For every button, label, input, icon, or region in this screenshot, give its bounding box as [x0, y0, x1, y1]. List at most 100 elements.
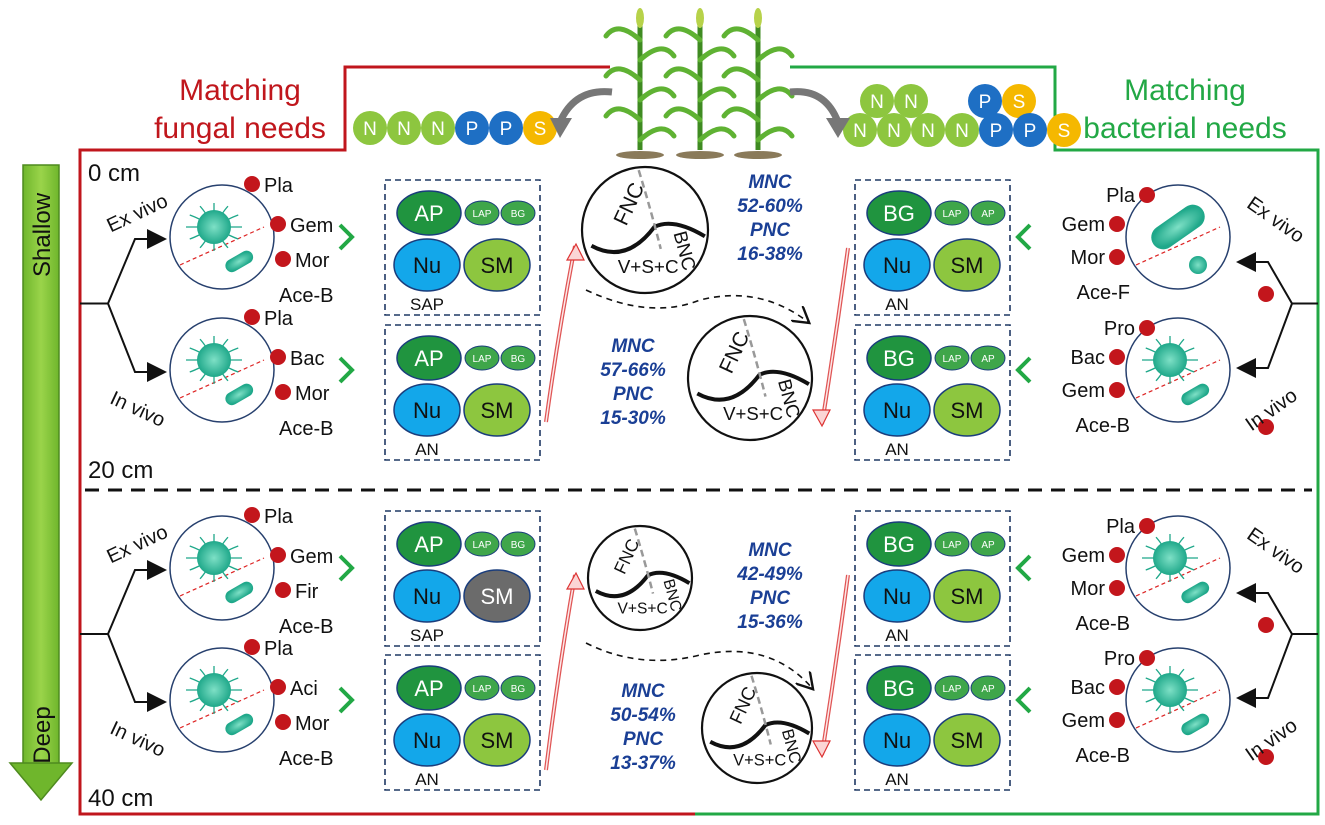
taxon-label: Pro: [1104, 648, 1135, 670]
taxon-label: Gem: [1062, 545, 1105, 567]
taxon-dot: [1139, 320, 1155, 336]
taxon-dot: [1109, 249, 1125, 265]
enzyme-bg: [500, 345, 536, 371]
enzyme-bg: [500, 200, 536, 226]
nu-label: Nu: [413, 728, 441, 753]
fungus-icon: [197, 541, 231, 575]
group-label: AN: [885, 626, 909, 645]
enzyme-bg-label: BG: [883, 201, 915, 226]
pct-label: MNC: [621, 681, 665, 702]
enzyme-bg: [500, 531, 536, 557]
depth-40cm: 40 cm: [88, 785, 153, 812]
pct-value: 42-49%: [736, 564, 803, 585]
taxon-label: Ace-B: [1076, 613, 1130, 635]
taxon-dot: [270, 216, 286, 232]
group-label: SAP: [410, 626, 444, 645]
metabolite-sm: [463, 569, 531, 623]
taxon-dot: [275, 384, 291, 400]
taxon-dot: [1109, 580, 1125, 596]
enzyme-bg: [866, 335, 932, 381]
taxon-label: Mor: [1071, 247, 1106, 269]
taxon-label: Gem: [290, 546, 333, 568]
taxon-label: Ace-B: [279, 616, 333, 638]
enzyme-ap: [970, 531, 1006, 557]
group-label: AN: [415, 770, 439, 789]
ex-vivo-label: Ex vivo: [1243, 524, 1308, 579]
right-title-line1: Matching: [1124, 74, 1246, 107]
chevron-right-icon: [338, 686, 355, 714]
pct-label: PNC: [613, 384, 653, 405]
nutrient-ball: [968, 84, 1002, 118]
enzyme-bg: [866, 521, 932, 567]
taxon-label: Ace-B: [279, 748, 333, 770]
pct-value: 57-66%: [600, 360, 666, 381]
nucleotide-nu: [393, 238, 461, 292]
nutrient-ball: [523, 111, 557, 145]
nutrient-ball-label: P: [500, 119, 513, 140]
nutrient-ball: [894, 84, 928, 118]
nutrient-ball-label: S: [534, 119, 547, 140]
sm-label: SM: [951, 584, 984, 609]
nutrient-ball-label: N: [904, 92, 918, 113]
taxon-dot: [1109, 712, 1125, 728]
right-title-line2: bacterial needs: [1083, 112, 1286, 145]
nutrient-ball: [421, 111, 455, 145]
enzyme-ap-label: AP: [981, 540, 995, 551]
red-arrow-up-top: [544, 242, 585, 423]
metabolite-sm: [933, 713, 1001, 767]
nutrient-ball-label: P: [466, 119, 479, 140]
taxon-dot: [270, 547, 286, 563]
enzyme-bg-label: BG: [511, 540, 526, 551]
enzyme-lap: [464, 675, 500, 701]
dashed-arrow-top: [585, 289, 808, 322]
taxon-label: Pla: [1106, 516, 1136, 538]
pct-label: PNC: [750, 220, 790, 241]
pct-label: MNC: [748, 172, 792, 193]
taxon-label: Ace-F: [1077, 282, 1130, 304]
enzyme-ap-label: AP: [981, 209, 995, 220]
nucleotide-nu: [863, 713, 931, 767]
taxon-label: Pla: [1106, 185, 1136, 207]
left-title-line1: Matching: [179, 74, 301, 107]
enzyme-bg: [500, 675, 536, 701]
chevron-left-icon: [1015, 686, 1032, 714]
fungus-icon: [197, 673, 231, 707]
shallow-label: Shallow: [29, 192, 56, 277]
taxon-dot: [1109, 679, 1125, 695]
enzyme-lap-label: LAP: [943, 354, 962, 365]
ex-vivo-label: Ex vivo: [104, 190, 172, 237]
bacterium-small-icon: [225, 383, 254, 406]
pct-label: MNC: [611, 336, 655, 357]
nu-label: Nu: [883, 398, 911, 423]
bacterium-small-icon: [1181, 713, 1210, 736]
bacterium-small-icon: [225, 581, 254, 604]
nu-label: Nu: [883, 584, 911, 609]
taxon-dot: [1109, 382, 1125, 398]
ex-vivo-label: Ex vivo: [1243, 193, 1308, 248]
nutrient-ball: [979, 113, 1013, 147]
nutrient-ball: [1002, 84, 1036, 118]
group-label: AN: [885, 440, 909, 459]
separator-line: [179, 359, 265, 399]
bacterium-small-icon: [1181, 383, 1210, 406]
pct-top-left: MNC 57-66% PNC 15-30%: [600, 336, 666, 429]
enzyme-lap: [934, 675, 970, 701]
taxon-label: Gem: [1062, 214, 1105, 236]
bacterium-small-icon: [225, 713, 254, 736]
separator-line: [179, 226, 265, 266]
nutrient-ball: [353, 111, 387, 145]
enzyme-lap: [464, 531, 500, 557]
nu-label: Nu: [883, 253, 911, 278]
bacterial-frame: [695, 65, 1320, 816]
taxon-label: Bac: [1071, 347, 1105, 369]
nu-label: Nu: [883, 728, 911, 753]
